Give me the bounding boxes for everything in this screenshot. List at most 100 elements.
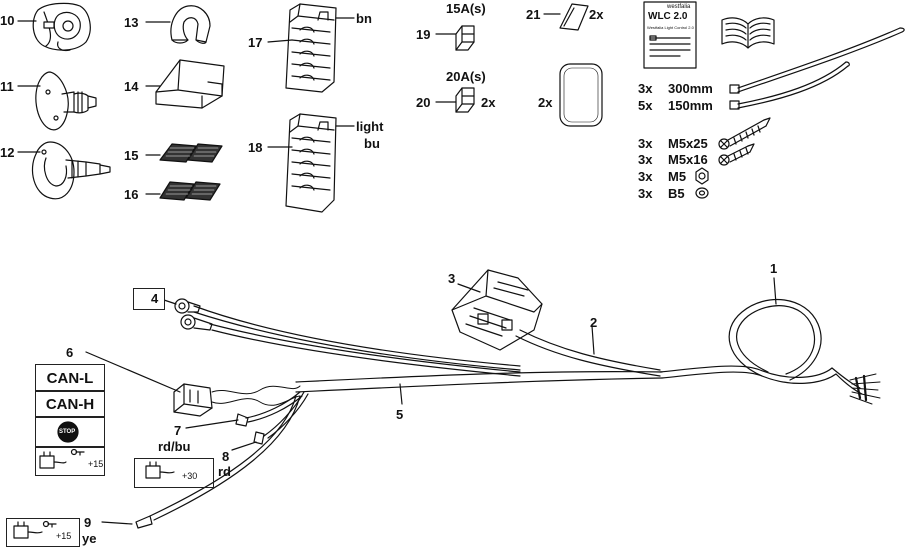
color-label-bn: bn bbox=[356, 11, 372, 26]
leader-4 bbox=[163, 299, 177, 305]
wire-color-rd-bu: rd/bu bbox=[158, 439, 191, 454]
ignition-box-a bbox=[35, 446, 105, 476]
part-label-4: 4 bbox=[151, 291, 159, 306]
part-label-21: 21 bbox=[526, 7, 541, 22]
adhesive-pad-small-drawing bbox=[559, 3, 589, 31]
hw-qty-1: 5x bbox=[638, 98, 653, 113]
color-label-light: light bbox=[356, 119, 384, 134]
can-l-box: CAN-L bbox=[35, 364, 105, 392]
fuse-20a-quantity: 2x bbox=[481, 95, 496, 110]
branch-9-ye bbox=[135, 395, 301, 529]
pad-small-quantity: 2x bbox=[589, 7, 604, 22]
vehicle-connector-3 bbox=[451, 269, 543, 351]
battery-icon-30 bbox=[145, 461, 175, 479]
adhesive-pad-large-drawing bbox=[559, 63, 603, 127]
washer-b5-icon bbox=[695, 187, 709, 199]
hw-qty-4: 3x bbox=[638, 169, 653, 184]
plus15-label-a: +15 bbox=[88, 459, 104, 469]
part-label-12: 12 bbox=[0, 145, 15, 160]
can-h-label: CAN-H bbox=[45, 395, 95, 413]
coiled-cable-1 bbox=[659, 299, 863, 395]
ignition-box-b bbox=[6, 518, 80, 547]
part-label-10: 10 bbox=[0, 13, 15, 28]
can-h-box: CAN-H bbox=[35, 390, 105, 418]
leader-9 bbox=[101, 521, 133, 525]
branch-cable-2 bbox=[515, 329, 661, 377]
cable-tie-long-drawing bbox=[729, 27, 905, 94]
stop-label: STOP bbox=[59, 429, 76, 435]
manual-brand: westfalia bbox=[667, 4, 691, 10]
cable-tie-short-drawing bbox=[729, 61, 850, 110]
fuse-20a-rating: 20A(s) bbox=[446, 69, 486, 84]
plate-with-gland-drawing bbox=[31, 141, 111, 200]
battery-30-box bbox=[134, 458, 214, 488]
control-module-drawing bbox=[155, 59, 225, 109]
can-l-label: CAN-L bbox=[46, 369, 94, 387]
leader-8 bbox=[231, 441, 257, 451]
branch-8-rd bbox=[253, 391, 309, 445]
stop-box bbox=[35, 416, 105, 448]
fuse-20a-drawing bbox=[455, 87, 475, 113]
socket-13pin-drawing bbox=[32, 2, 91, 52]
hw-desc-4: M5 bbox=[668, 169, 687, 184]
open-book-icon bbox=[721, 17, 775, 49]
plus30-label: +30 bbox=[182, 471, 198, 481]
part-label-17: 17 bbox=[248, 35, 263, 50]
connector-strip-18-drawing bbox=[285, 113, 337, 213]
manual-subtitle: Westfalia Light Control 2.0 bbox=[647, 25, 694, 30]
main-harness-5 bbox=[295, 371, 663, 393]
part-label-9: 9 bbox=[84, 515, 92, 530]
hw-desc-5: B5 bbox=[668, 186, 685, 201]
gasket-drawing bbox=[170, 5, 211, 44]
hw-qty-2: 3x bbox=[638, 136, 653, 151]
stop-sign-icon bbox=[57, 421, 79, 443]
pad-large-quantity: 2x bbox=[538, 95, 553, 110]
fuse-15a-rating: 15A(s) bbox=[446, 1, 486, 16]
velcro-texture bbox=[165, 147, 219, 195]
part-label-6: 6 bbox=[66, 345, 74, 360]
part-label-13: 13 bbox=[124, 15, 139, 30]
leader-17 bbox=[267, 39, 293, 43]
manual-drawing bbox=[643, 1, 697, 69]
screw-m5x25-drawing bbox=[718, 117, 771, 150]
wire-color-rd: rd bbox=[218, 464, 231, 479]
screw-m5x16-drawing bbox=[718, 143, 755, 166]
part-label-7: 7 bbox=[174, 423, 182, 438]
part-label-3: 3 bbox=[448, 271, 456, 286]
fuse-15a-drawing bbox=[455, 25, 475, 51]
leader-2 bbox=[591, 325, 595, 355]
part-label-16: 16 bbox=[124, 187, 139, 202]
leader-5 bbox=[399, 383, 403, 405]
leader-3 bbox=[457, 283, 481, 293]
battery-key-icon-b bbox=[13, 520, 57, 539]
part-label-8: 8 bbox=[222, 449, 230, 464]
hw-qty-0: 3x bbox=[638, 81, 653, 96]
part-label-5: 5 bbox=[396, 407, 404, 422]
can-connector-6 bbox=[173, 383, 213, 417]
nut-m5-icon bbox=[695, 167, 709, 185]
plus15-label-b: +15 bbox=[56, 531, 72, 541]
connector-strip-17-drawing bbox=[285, 3, 337, 93]
part-label-11: 11 bbox=[0, 79, 14, 94]
part-label-2: 2 bbox=[590, 315, 598, 330]
mounting-plate-drawing bbox=[35, 71, 97, 131]
battery-key-icon-a bbox=[39, 448, 85, 469]
wire-tails-right bbox=[849, 373, 881, 405]
hw-desc-1: 150mm bbox=[668, 98, 713, 113]
part-label-18: 18 bbox=[248, 140, 263, 155]
color-label-bu: bu bbox=[364, 136, 380, 151]
part-label-19: 19 bbox=[416, 27, 431, 42]
manual-title: WLC 2.0 bbox=[648, 11, 688, 22]
hw-qty-5: 3x bbox=[638, 186, 653, 201]
hw-qty-3: 3x bbox=[638, 152, 653, 167]
leader-7 bbox=[185, 419, 239, 429]
part-label-14: 14 bbox=[124, 79, 139, 94]
part-label-20: 20 bbox=[416, 95, 431, 110]
part-label-15: 15 bbox=[124, 148, 139, 163]
velcro-pads-drawing bbox=[159, 143, 223, 201]
ground-wires-4 bbox=[174, 298, 521, 377]
leader-1 bbox=[773, 277, 777, 305]
leader-6 bbox=[85, 351, 181, 393]
